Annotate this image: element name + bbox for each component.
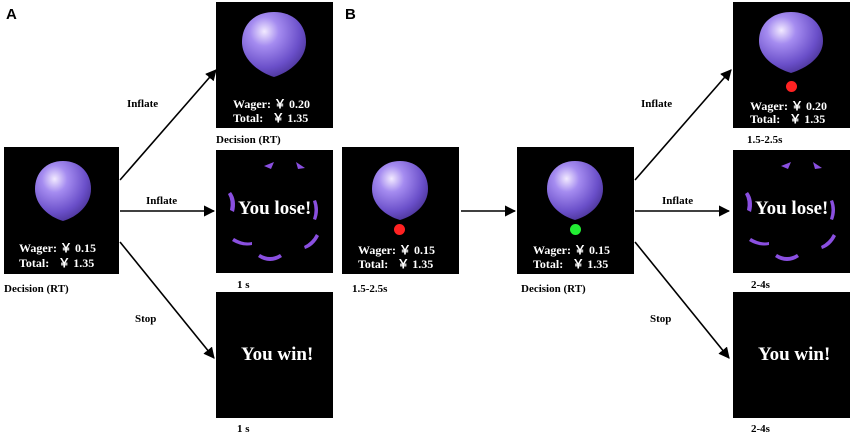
total-text: Total: ￥ 1.35 bbox=[358, 257, 434, 271]
screen-b-win: You win! bbox=[733, 292, 850, 418]
balloon-icon bbox=[242, 12, 306, 77]
screen-b-cue: Wager: ￥ 0.15 Total: ￥ 1.35 bbox=[342, 147, 459, 274]
total-text: Total: ￥ 1.35 bbox=[750, 112, 826, 126]
screen-a-start: Wager: ￥ 0.15 Total: ￥ 1.35 bbox=[4, 147, 119, 274]
caption-a-inflate: Decision (RT) bbox=[216, 134, 281, 146]
stop-dot-icon bbox=[394, 224, 405, 235]
lose-message: You lose! bbox=[238, 198, 312, 219]
balloon-icon bbox=[372, 161, 428, 220]
screen-b-decision: Wager: ￥ 0.15 Total: ￥ 1.35 bbox=[517, 147, 634, 274]
go-dot-icon bbox=[570, 224, 581, 235]
win-message: You win! bbox=[758, 344, 831, 365]
wager-text: Wager: ￥ 0.15 bbox=[533, 243, 610, 257]
caption-b-cue: 1.5-2.5s bbox=[352, 283, 388, 295]
caption-b-lose: 2-4s bbox=[751, 279, 770, 291]
balloon-fragments-icon bbox=[745, 162, 836, 261]
total-text: Total: ￥ 1.35 bbox=[19, 256, 95, 270]
arrow-label-b-inflate-up: Inflate bbox=[641, 98, 673, 110]
screen-b-lose: You lose! bbox=[733, 150, 850, 273]
arrow-label-a-stop: Stop bbox=[135, 313, 157, 325]
arrow-b-up bbox=[634, 69, 732, 181]
wager-text: Wager: ￥ 0.15 bbox=[19, 241, 96, 255]
panel-letter-a: A bbox=[6, 6, 17, 23]
win-message: You win! bbox=[241, 344, 314, 365]
arrow-b-down bbox=[634, 241, 730, 359]
caption-a-lose: 1 s bbox=[237, 279, 250, 291]
caption-b-decision: Decision (RT) bbox=[521, 283, 586, 295]
caption-a-start: Decision (RT) bbox=[4, 283, 69, 295]
caption-b-win: 2-4s bbox=[751, 423, 770, 435]
panel-letter-b: B bbox=[345, 6, 356, 23]
screen-a-win: You win! bbox=[216, 292, 333, 418]
arrow-label-a-inflate-up: Inflate bbox=[127, 98, 159, 110]
caption-a-win: 1 s bbox=[237, 423, 250, 435]
total-text: Total: ￥ 1.35 bbox=[533, 257, 609, 271]
stop-dot-icon bbox=[786, 81, 797, 92]
arrow-a-up bbox=[119, 69, 217, 181]
arrow-label-b-stop: Stop bbox=[650, 313, 672, 325]
screen-b-inflate: Wager: ￥ 0.20 Total: ￥ 1.35 bbox=[733, 2, 850, 128]
lose-message: You lose! bbox=[755, 198, 829, 219]
balloon-icon bbox=[35, 161, 91, 221]
wager-text: Wager: ￥ 0.20 bbox=[750, 99, 827, 113]
caption-b-inflate: 1.5-2.5s bbox=[747, 134, 783, 146]
balloon-icon bbox=[547, 161, 603, 220]
arrow-label-b-inflate-mid: Inflate bbox=[662, 195, 694, 207]
wager-text: Wager: ￥ 0.15 bbox=[358, 243, 435, 257]
balloon-fragments-icon bbox=[228, 162, 319, 261]
wager-text: Wager: ￥ 0.20 bbox=[233, 97, 310, 111]
screen-a-inflate: Wager: ￥ 0.20 Total: ￥ 1.35 bbox=[216, 2, 333, 128]
arrow-a-down bbox=[119, 241, 215, 359]
total-text: Total: ￥ 1.35 bbox=[233, 111, 309, 125]
arrow-label-a-inflate-mid: Inflate bbox=[146, 195, 178, 207]
balloon-icon bbox=[759, 12, 823, 73]
screen-a-lose: You lose! bbox=[216, 150, 333, 273]
